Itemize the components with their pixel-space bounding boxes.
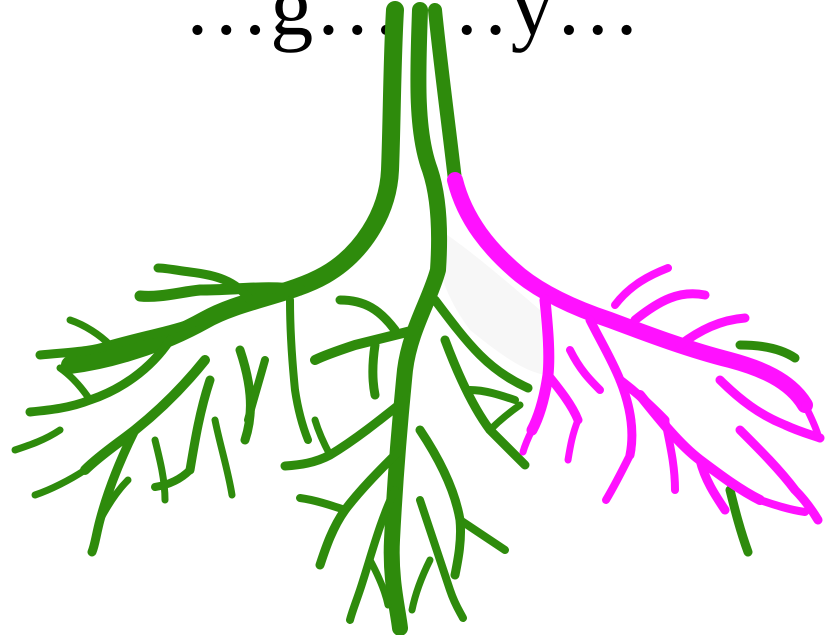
left-trunk xyxy=(70,10,395,365)
left-branch-r xyxy=(15,430,60,450)
left-branch-e xyxy=(85,360,205,470)
left-branch-i xyxy=(240,350,250,440)
left-branch-g xyxy=(190,380,210,470)
middle-branch-p xyxy=(315,420,330,455)
magenta-branch-b xyxy=(548,375,578,420)
right-branch-green-b xyxy=(730,490,748,552)
magenta-branch-q xyxy=(568,420,578,460)
middle-branch-c xyxy=(373,345,375,395)
right-trunk-upper xyxy=(435,10,455,180)
left-branch-p xyxy=(155,440,165,500)
left-branch-o xyxy=(70,320,110,345)
magenta-branch-p xyxy=(523,430,532,452)
middle-branch-n xyxy=(412,560,430,610)
middle-branch-f xyxy=(300,498,345,510)
middle-branch-m xyxy=(460,520,505,550)
middle-branch-b xyxy=(340,300,395,330)
left-branch-j xyxy=(290,300,308,440)
magenta-branch-o xyxy=(570,350,600,390)
left-branch-q xyxy=(215,420,232,495)
left-branch-m xyxy=(35,470,85,495)
right-branch-green-a xyxy=(740,345,795,358)
magenta-branch-m xyxy=(606,455,630,500)
green-branch-system xyxy=(15,10,795,628)
magenta-branch-g xyxy=(680,318,745,345)
middle-branch-j xyxy=(470,390,515,400)
middle-branch-q xyxy=(490,405,520,430)
magenta-branch-e xyxy=(635,294,705,320)
magenta-branch-l xyxy=(760,500,805,512)
magenta-branch-h xyxy=(640,395,760,500)
